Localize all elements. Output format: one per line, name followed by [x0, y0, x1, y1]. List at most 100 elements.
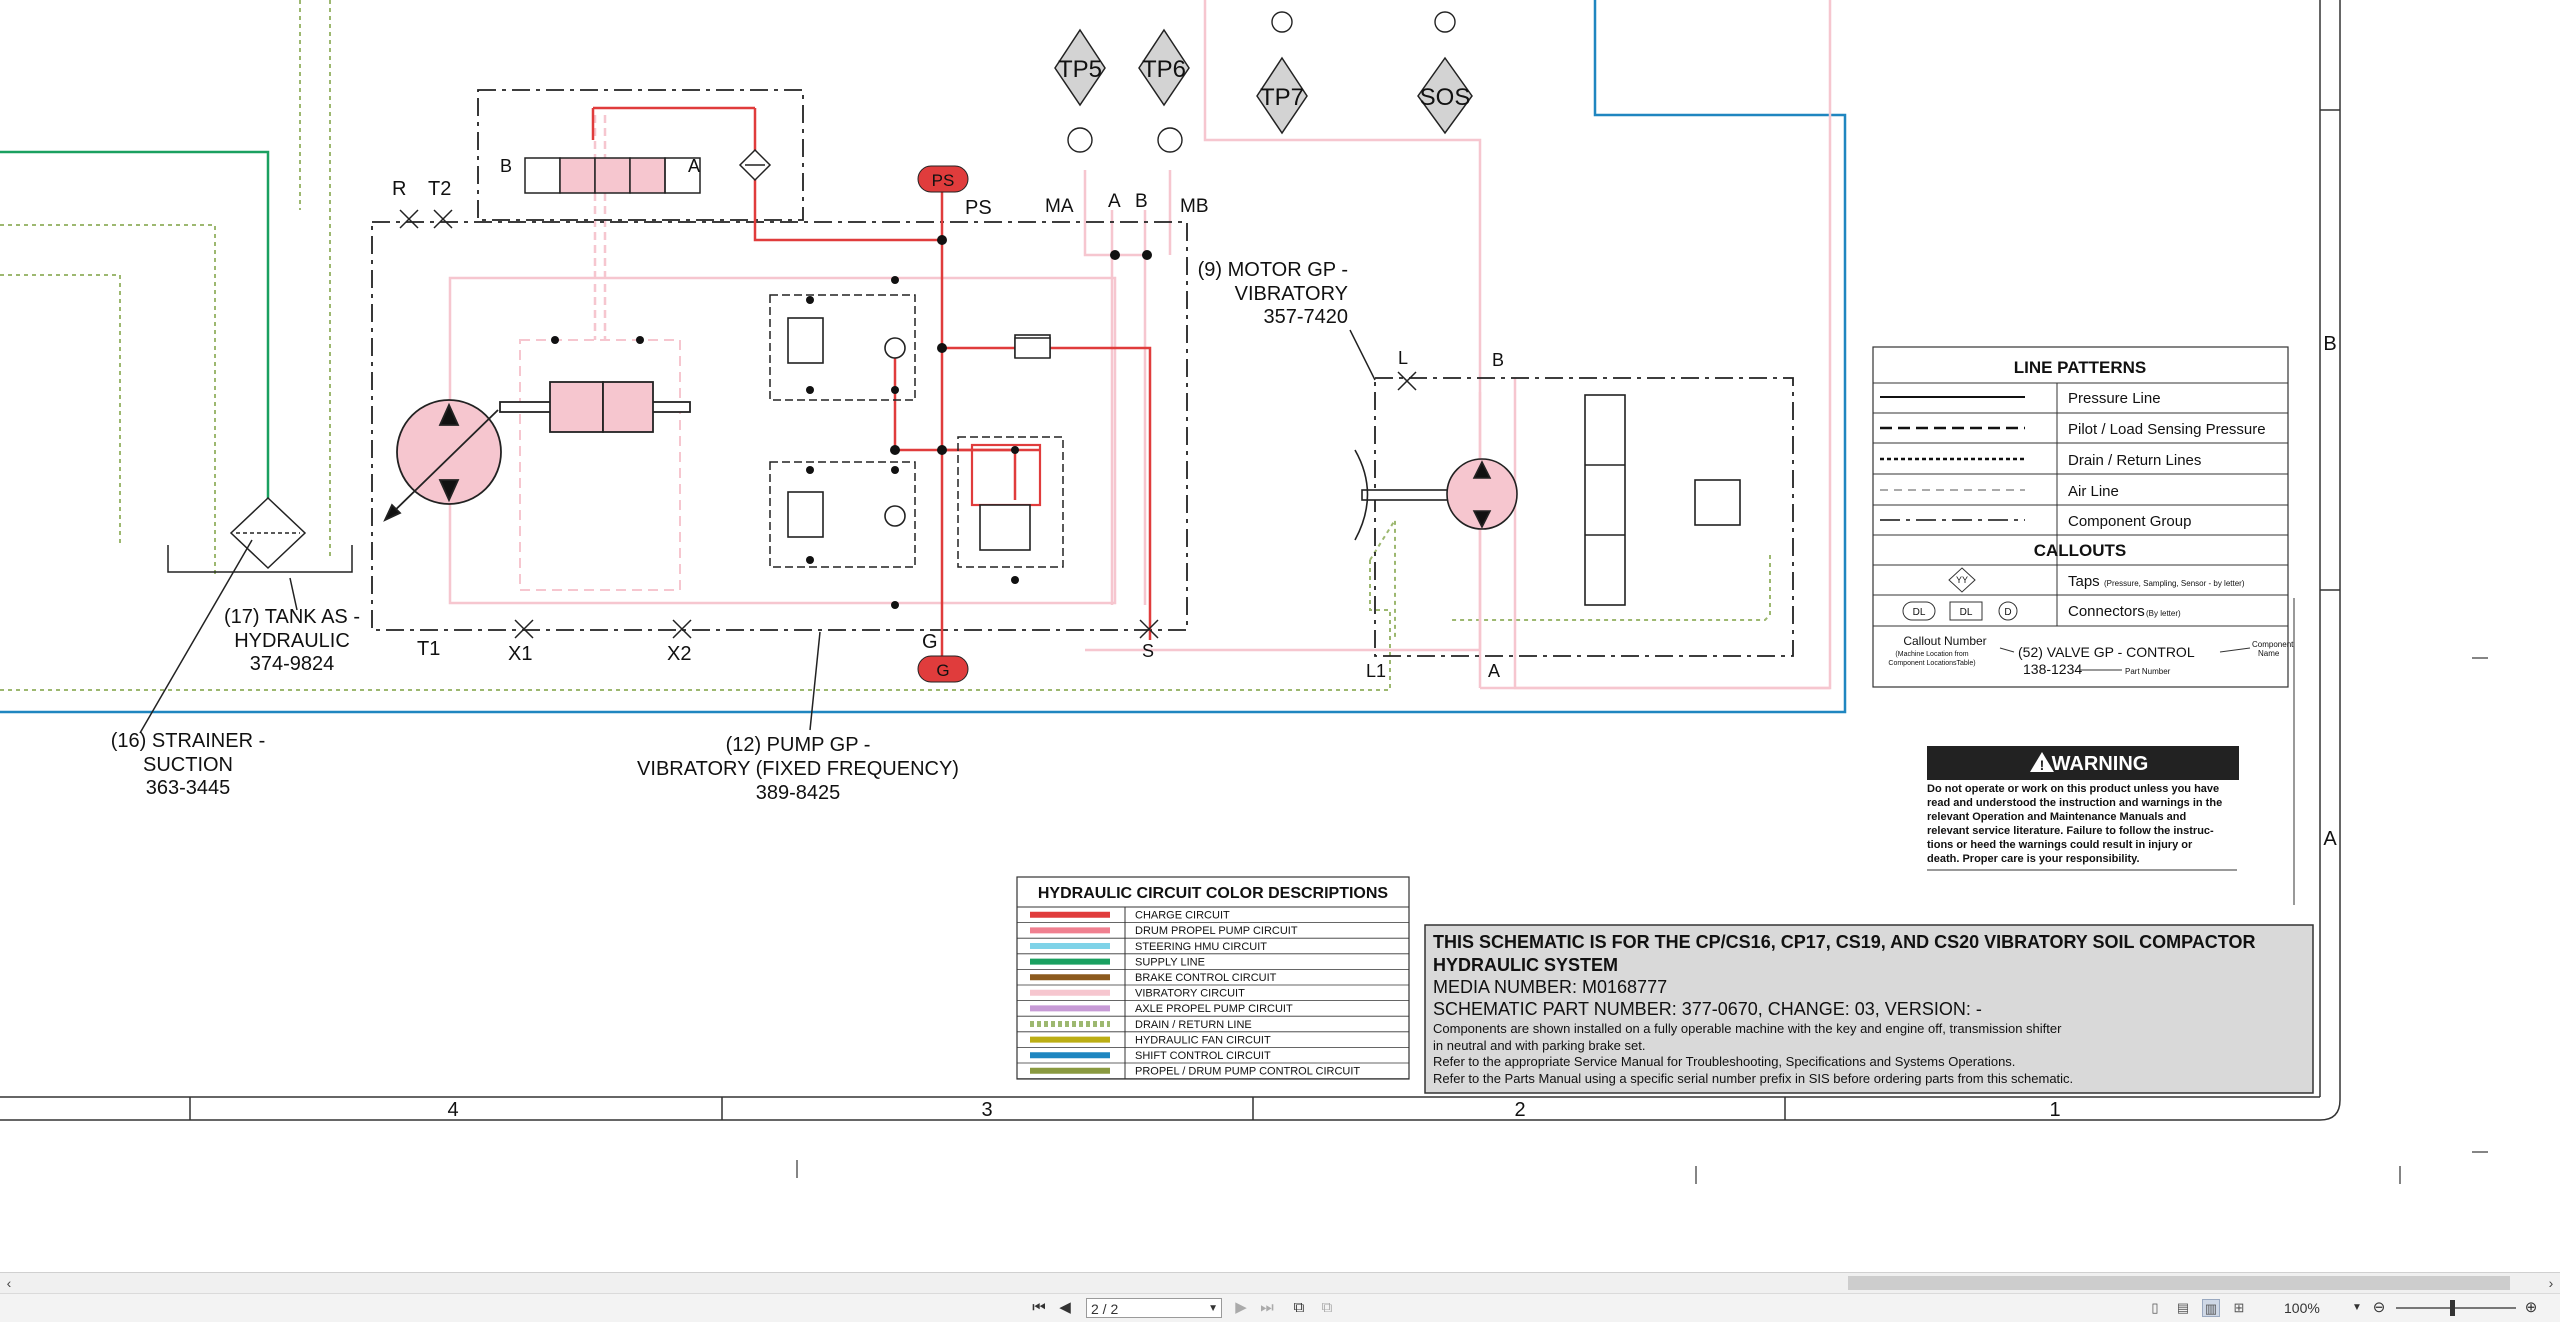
scroll-left-arrow-icon[interactable]: ‹: [6, 1275, 12, 1291]
next-view-icon[interactable]: ⧉: [1321, 1299, 1333, 1316]
pump-component-group: [371, 89, 1188, 631]
g-port-badge: G: [917, 655, 969, 683]
first-page-icon[interactable]: ⏮: [1032, 1299, 1046, 1316]
facing-view-icon[interactable]: ▥: [2202, 1299, 2220, 1317]
port-B: B: [1135, 191, 1148, 212]
grid-col-3: 3: [981, 1099, 992, 1121]
port-X1: X1: [508, 643, 532, 665]
color-row-label: DRUM PROPEL PUMP CIRCUIT: [1135, 925, 1298, 937]
page-number-field[interactable]: 2 / 2▼: [1086, 1298, 1222, 1318]
svg-text:Part Number: Part Number: [2125, 667, 2171, 676]
tap-tp6: TP6: [1138, 28, 1190, 107]
svg-text:read and understood the instru: read and understood the instruction and …: [1927, 797, 2222, 809]
port-A: A: [1108, 191, 1121, 212]
svg-text:374-9824: 374-9824: [250, 653, 335, 675]
svg-text:DL: DL: [1913, 607, 1926, 618]
port-MB: MB: [1180, 196, 1209, 217]
motor-component-group: [1374, 377, 1794, 657]
svg-text:HYDRAULIC SYSTEM: HYDRAULIC SYSTEM: [1433, 955, 1618, 975]
svg-text:Components are shown installed: Components are shown installed on a full…: [1433, 1021, 2062, 1036]
port-L: L: [1398, 348, 1408, 368]
scroll-right-arrow-icon[interactable]: ›: [2548, 1275, 2554, 1291]
check-valve-symbols: [1067, 11, 1456, 153]
legend-air-line: Air Line: [2068, 483, 2119, 500]
single-page-view-icon[interactable]: ▯: [2151, 1300, 2159, 1315]
legend-component-group: Component Group: [2068, 513, 2191, 530]
svg-text:THIS SCHEMATIC IS FOR THE CP/C: THIS SCHEMATIC IS FOR THE CP/CS16, CP17,…: [1433, 932, 2255, 952]
svg-text:YY: YY: [1956, 575, 1968, 585]
tank-label: (17) TANK AS - HYDRAULIC 374-9824: [224, 606, 360, 675]
zoom-slider-thumb[interactable]: [2450, 1300, 2455, 1316]
legend-taps: Taps: [2068, 573, 2100, 590]
hydraulic-schematic: B A TP5 TP6: [0, 0, 2488, 1184]
svg-text:(17) TANK AS -: (17) TANK AS -: [224, 606, 360, 628]
svg-text:D: D: [2004, 607, 2011, 618]
color-row-label: DRAIN / RETURN LINE: [1135, 1019, 1252, 1031]
svg-text:LINE PATTERNS: LINE PATTERNS: [2014, 358, 2147, 377]
vibratory-pump-symbol: [383, 381, 691, 522]
shift-control-line: [0, 0, 1847, 714]
svg-text:death. Proper care is your res: death. Proper care is your responsibilit…: [1927, 853, 2140, 865]
svg-text:357-7420: 357-7420: [1263, 306, 1348, 328]
port-R: R: [392, 178, 406, 200]
horizontal-scrollbar[interactable]: ‹ ›: [0, 1272, 2560, 1293]
svg-text:(16) STRAINER -: (16) STRAINER -: [111, 730, 265, 752]
port-T2: T2: [428, 178, 451, 200]
legend-pilot-line: Pilot / Load Sensing Pressure: [2068, 421, 2266, 438]
svg-text:(9) MOTOR GP -: (9) MOTOR GP -: [1198, 259, 1348, 281]
drain-return-lines: [0, 0, 1771, 691]
color-row-label: AXLE PROPEL PUMP CIRCUIT: [1135, 1003, 1293, 1015]
continuous-facing-view-icon[interactable]: ⊞: [2233, 1300, 2245, 1315]
svg-text:363-3445: 363-3445: [146, 777, 231, 799]
grid-col-1: 1: [2049, 1099, 2060, 1121]
svg-text:relevant service literature. F: relevant service literature. Failure to …: [1927, 825, 2214, 837]
color-descriptions-table: HYDRAULIC CIRCUIT COLOR DESCRIPTIONS CHA…: [1016, 876, 1410, 1080]
charge-lines: [591, 106, 1152, 665]
motor-port-A: A: [1488, 661, 1500, 681]
continuous-view-icon[interactable]: ▤: [2176, 1300, 2190, 1315]
next-page-icon[interactable]: ▶: [1235, 1299, 1247, 1316]
zoom-dropdown-icon[interactable]: ▼: [2352, 1302, 2362, 1313]
zoom-out-icon[interactable]: ⊖: [2372, 1299, 2386, 1316]
svg-text:Name: Name: [2258, 649, 2280, 658]
svg-text:VIBRATORY (FIXED FREQUENCY): VIBRATORY (FIXED FREQUENCY): [637, 758, 959, 780]
svg-text:Component LocationsTable): Component LocationsTable): [1888, 660, 1975, 667]
color-row-label: SUPPLY LINE: [1135, 956, 1205, 968]
color-row-label: SHIFT CONTROL CIRCUIT: [1135, 1050, 1271, 1062]
document-viewport[interactable]: B A TP5 TP6: [0, 0, 2560, 1270]
relief-valves: [769, 294, 1064, 568]
svg-text:HYDRAULIC: HYDRAULIC: [234, 630, 350, 652]
svg-text:relevant Operation and Mainten: relevant Operation and Maintenance Manua…: [1927, 811, 2186, 823]
tap-tp5: TP5: [1054, 28, 1106, 107]
svg-text:in neutral and with parking br: in neutral and with parking brake set.: [1433, 1038, 1645, 1053]
zoom-level[interactable]: 100%: [2284, 1300, 2320, 1316]
grid-col-2: 2: [1514, 1099, 1525, 1121]
valve-port-A: A: [688, 156, 700, 176]
svg-text:G: G: [936, 661, 949, 680]
last-page-icon[interactable]: ⏭: [1260, 1299, 1274, 1316]
port-PS: PS: [965, 197, 992, 219]
svg-text:138-1234: 138-1234: [2023, 661, 2082, 677]
zoom-in-icon[interactable]: ⊕: [2524, 1299, 2538, 1316]
crop-marks: [796, 657, 2488, 1184]
directional-valve: [524, 148, 772, 194]
pump-label: (12) PUMP GP - VIBRATORY (FIXED FREQUENC…: [637, 734, 959, 804]
svg-text:(52) VALVE GP - CONTROL: (52) VALVE GP - CONTROL: [2018, 644, 2195, 660]
previous-view-icon[interactable]: ⧉: [1293, 1299, 1305, 1316]
warning-box: ! WARNING Do not operate or work on this…: [1927, 598, 2295, 905]
strainer-label: (16) STRAINER - SUCTION 363-3445: [111, 730, 265, 799]
supply-line: [0, 150, 270, 500]
tap-tp7: TP7: [1256, 56, 1308, 135]
status-bar: ⏮ ◀ 2 / 2▼ ▶ ⏭ ⧉ ⧉ ▯ ▤ ▥ ⊞ 100% ▼ ⊖ ⊕: [0, 1293, 2560, 1322]
zoom-slider[interactable]: [2396, 1307, 2516, 1309]
leader-lines: [139, 329, 1376, 734]
svg-text:CALLOUTS: CALLOUTS: [2034, 541, 2127, 560]
legend-drain-line: Drain / Return Lines: [2068, 452, 2201, 469]
line-patterns-legend: LINE PATTERNS Pressure Line Pilot / Load…: [1872, 346, 2294, 688]
svg-text:PS: PS: [932, 171, 955, 190]
scrollbar-thumb[interactable]: [1848, 1276, 2510, 1290]
page-dropdown-icon[interactable]: ▼: [1208, 1303, 1218, 1314]
svg-text:Refer to the Parts Manual usin: Refer to the Parts Manual using a specif…: [1433, 1071, 2073, 1086]
grid-row-B: B: [2323, 333, 2336, 355]
previous-page-icon[interactable]: ◀: [1059, 1299, 1071, 1316]
